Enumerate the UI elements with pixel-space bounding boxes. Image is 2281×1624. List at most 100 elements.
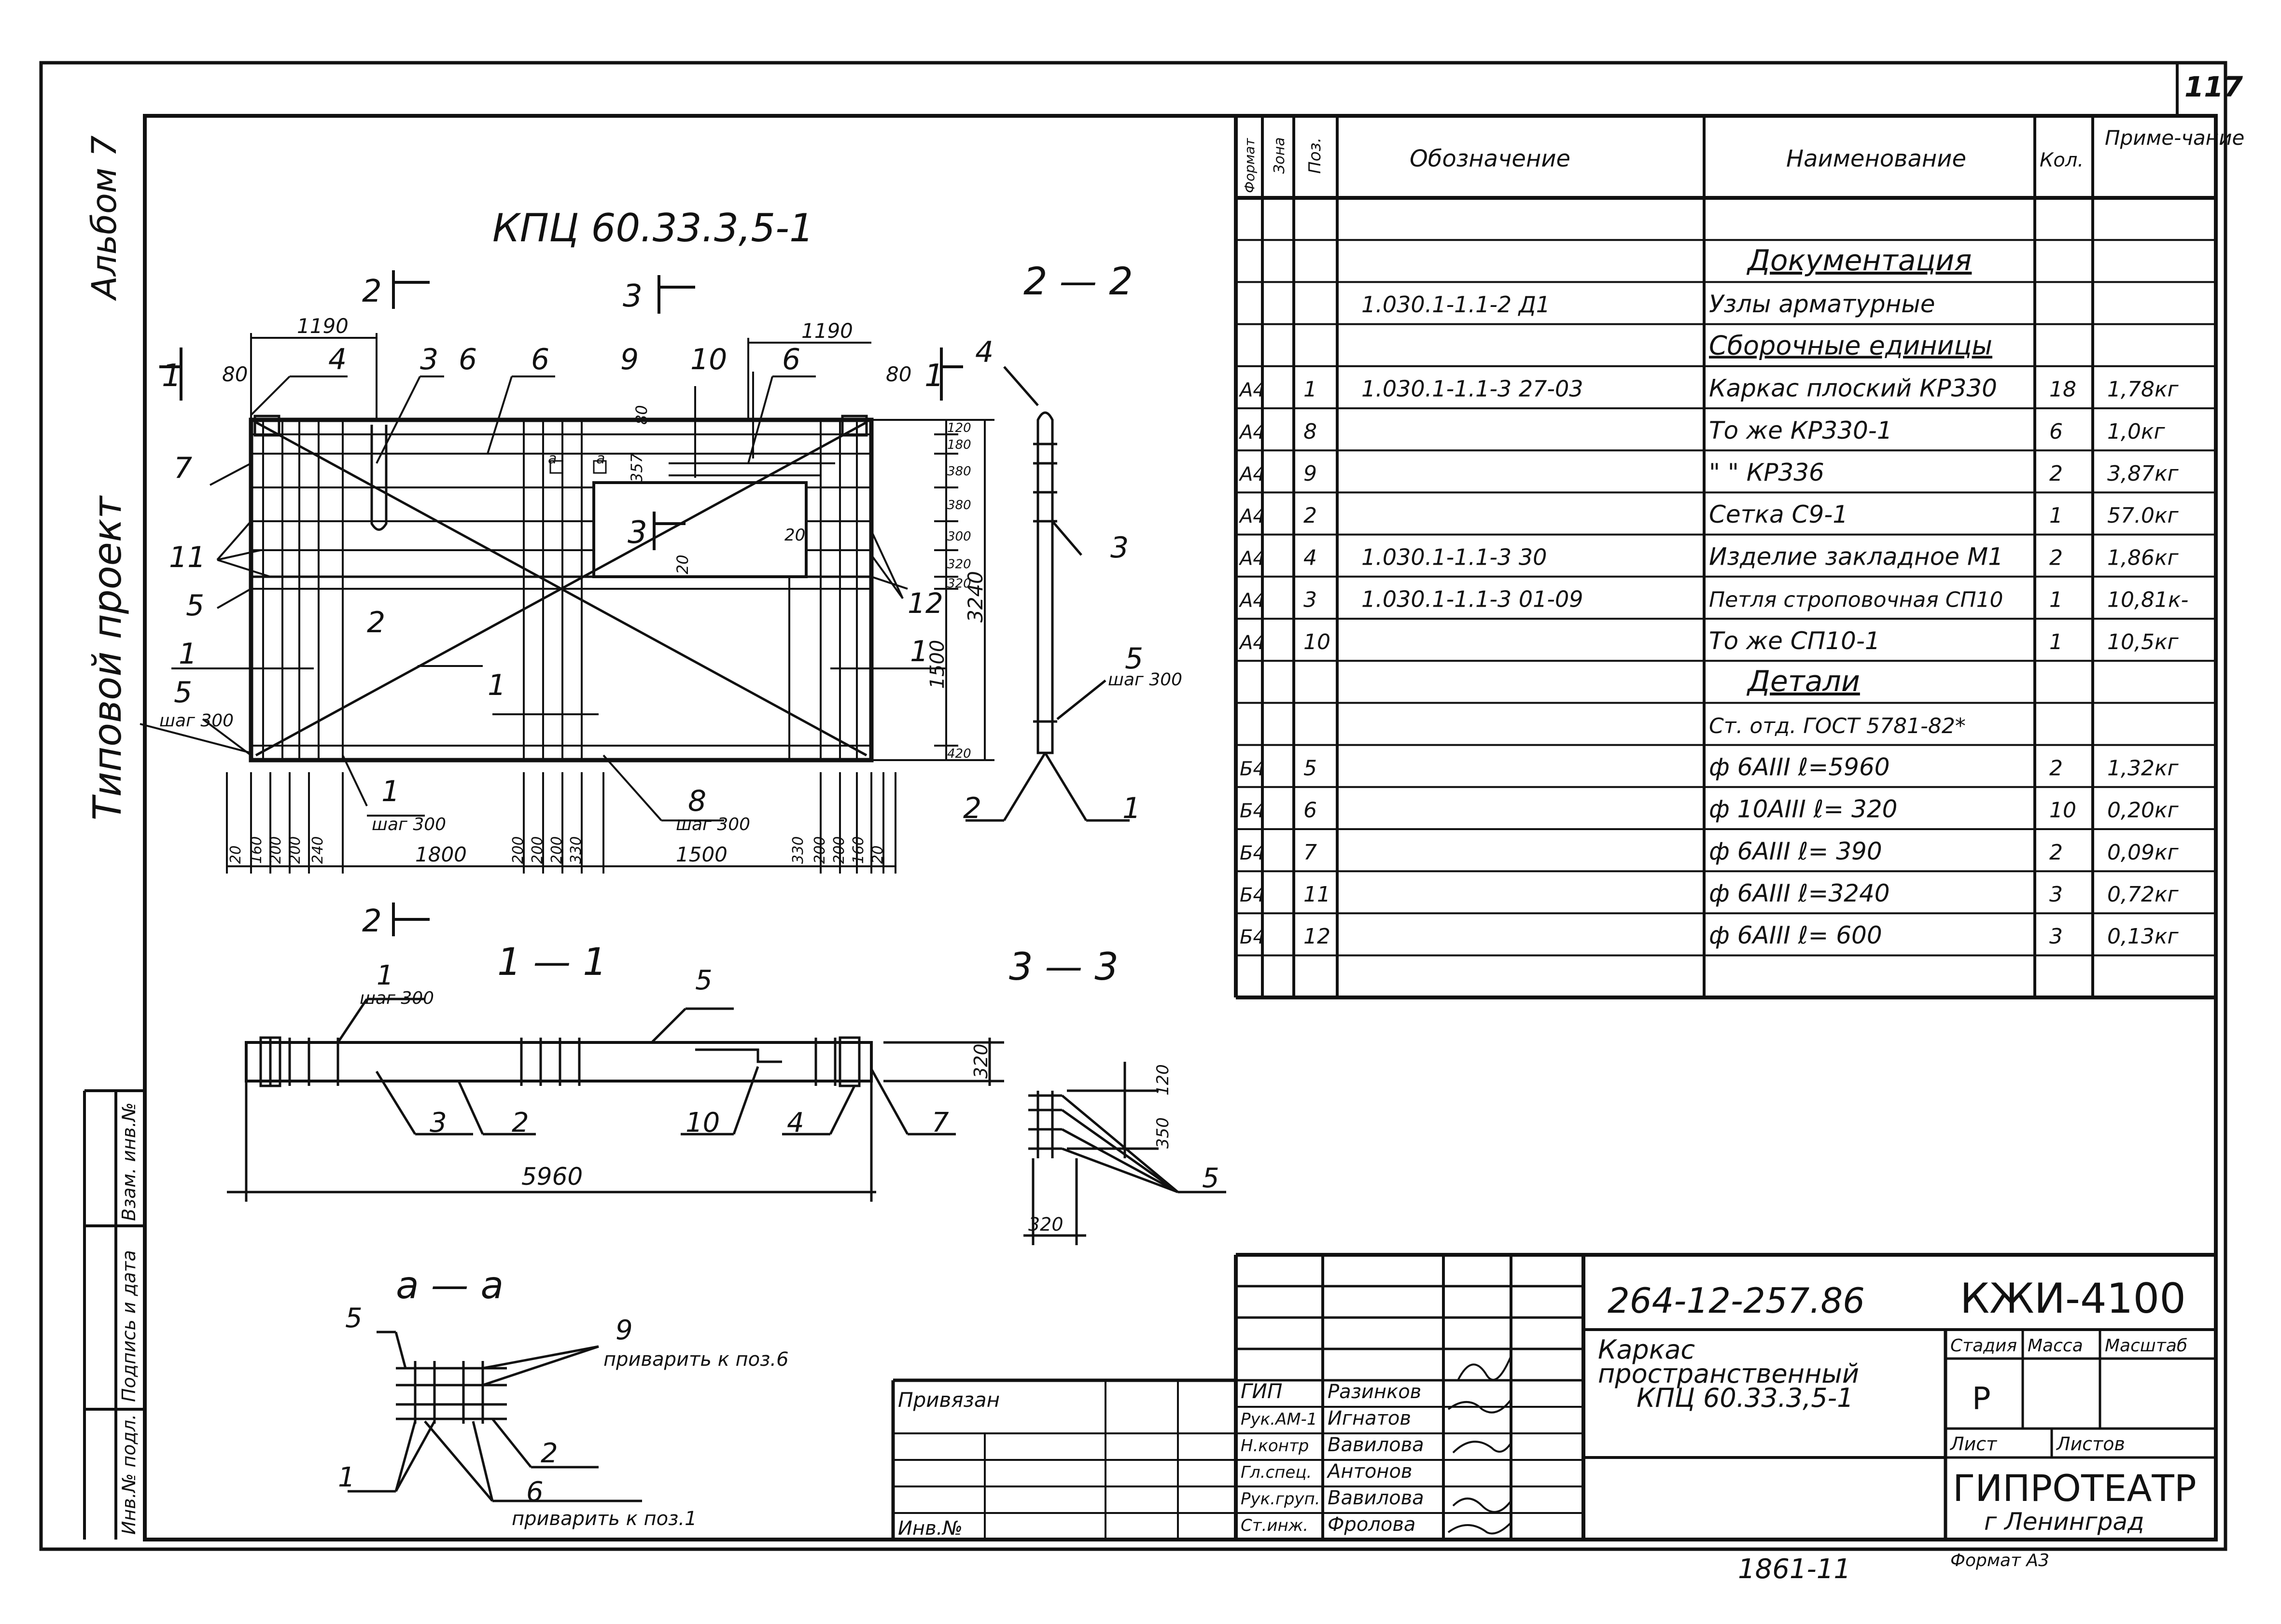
spec-cell-qty: 1 bbox=[2049, 588, 2063, 612]
kzhi-code: КЖИ-4100 bbox=[1960, 1275, 2186, 1323]
org-city: г Ленинград bbox=[1984, 1508, 2144, 1536]
elevation-top-dims bbox=[250, 333, 871, 478]
right-chain-ticks bbox=[934, 419, 958, 761]
bottom-chain-ticks bbox=[226, 772, 896, 874]
step-300-a: шаг 300 bbox=[159, 711, 234, 731]
spec-cell-designation: 1.030.1-1.1-2 Д1 bbox=[1361, 291, 1550, 318]
dim-right-2: 380 bbox=[947, 464, 971, 479]
elevation-leaders bbox=[140, 372, 946, 821]
sheets-label: Листов bbox=[2056, 1433, 2125, 1455]
dim-bottom-3: 200 bbox=[287, 836, 304, 864]
spec-cell-name: ф 10АIII ℓ= 320 bbox=[1709, 795, 1897, 823]
spec-cell-name: Ст. отд. ГОСТ 5781-82* bbox=[1709, 714, 1966, 738]
spec-cell-pos: 3 bbox=[1303, 588, 1317, 612]
spec-cell-qty: 1 bbox=[2049, 630, 2063, 654]
dim-small-a1: а bbox=[548, 450, 557, 467]
pos-6-a: 6 bbox=[459, 343, 477, 376]
side-stamp-vzam: Взам. инв.№ bbox=[118, 1102, 140, 1221]
aa-pos-9: 9 bbox=[616, 1315, 633, 1346]
staff-role: Гл.спец. bbox=[1241, 1463, 1312, 1482]
dim-bottom-12: 200 bbox=[812, 836, 828, 864]
s11-pos-7: 7 bbox=[932, 1107, 949, 1138]
pos-8: 8 bbox=[688, 784, 706, 818]
scale-label: Масштаб bbox=[2105, 1336, 2187, 1356]
spec-cell-format: Б4 bbox=[1240, 758, 1265, 780]
dim-right-8: 420 bbox=[947, 747, 971, 761]
spec-cell-note: 0,20кг bbox=[2107, 798, 2179, 823]
spec-cell-note: 10,5кг bbox=[2107, 630, 2179, 654]
spec-cell-format: А4 bbox=[1238, 505, 1265, 527]
dim-right-5: 320 bbox=[947, 557, 971, 572]
spec-cell-pos: 8 bbox=[1303, 419, 1317, 444]
project-type-label: Типовой проект bbox=[85, 495, 130, 820]
s22-step: шаг 300 bbox=[1108, 670, 1182, 690]
s11-pos-4: 4 bbox=[787, 1107, 804, 1138]
spec-cell-qty: 3 bbox=[2049, 924, 2063, 949]
spec-cell-pos: 4 bbox=[1303, 545, 1317, 570]
spec-cell-qty: 2 bbox=[2049, 545, 2063, 570]
spec-cell-format: А4 bbox=[1238, 632, 1265, 654]
section-3-3 bbox=[1023, 1062, 1226, 1245]
staff-name: Игнатов bbox=[1328, 1407, 1411, 1430]
dim-edge-80-left: 80 bbox=[222, 362, 248, 386]
spec-cell-pos: 10 bbox=[1303, 630, 1330, 654]
spec-head-note: Приме-чание bbox=[2105, 126, 2244, 150]
pos-5-a: 5 bbox=[186, 589, 204, 623]
spec-cell-designation: 1.030.1-1.1-3 27-03 bbox=[1361, 376, 1583, 402]
pos-2: 2 bbox=[367, 606, 385, 639]
cut-label-2-top: 2 bbox=[362, 274, 382, 309]
s22-pos-2: 2 bbox=[963, 791, 981, 825]
object-name-3: КПЦ 60.33.3,5-1 bbox=[1637, 1383, 1854, 1413]
dim-right-0: 120 bbox=[947, 421, 971, 435]
spec-cell-note: 3,87кг bbox=[2107, 461, 2179, 486]
spec-head-name: Наименование bbox=[1786, 145, 1966, 172]
section-3-3-title: 3 — 3 bbox=[1009, 945, 1119, 989]
spec-cell-pos: 2 bbox=[1303, 503, 1317, 528]
pos-4: 4 bbox=[328, 343, 347, 376]
spec-cell-note: 0,72кг bbox=[2107, 882, 2179, 907]
s11-pos-1: 1 bbox=[377, 960, 394, 991]
pos-1-c: 1 bbox=[910, 635, 928, 668]
side-stamp bbox=[83, 1089, 145, 1540]
s11-pos-5: 5 bbox=[695, 965, 713, 996]
dim-bottom-10: 1500 bbox=[676, 843, 728, 866]
spec-cell-qty: 1 bbox=[2049, 503, 2063, 528]
object-name-2: пространственный bbox=[1598, 1359, 1859, 1389]
stage-label: Стадия bbox=[1950, 1336, 2017, 1356]
s11-height: 320 bbox=[970, 1043, 992, 1079]
side-stamp-inv: Инв.№ подл. bbox=[118, 1414, 140, 1535]
cut-label-3-top: 3 bbox=[623, 278, 643, 314]
s11-length: 5960 bbox=[521, 1163, 583, 1191]
spec-table-grid bbox=[1234, 116, 2218, 999]
dim-small-357: 357 bbox=[628, 453, 646, 483]
spec-cell-format: Б4 bbox=[1240, 884, 1265, 906]
dim-bottom-9: 330 bbox=[568, 836, 585, 864]
dim-bottom-14: 160 bbox=[850, 836, 867, 864]
dim-bottom-4: 240 bbox=[309, 836, 326, 864]
step-300-c: шаг 300 bbox=[676, 815, 750, 834]
spec-cell-note: 1,32кг bbox=[2107, 756, 2179, 780]
mass-label: Масса bbox=[2028, 1336, 2083, 1356]
spec-cell-designation: 1.030.1-1.1-3 30 bbox=[1361, 544, 1547, 570]
spec-cell-format: Б4 bbox=[1240, 926, 1265, 948]
dim-small-80: 80 bbox=[632, 405, 651, 425]
spec-cell-name: Сетка С9-1 bbox=[1709, 500, 1848, 528]
dim-edge-80-right: 80 bbox=[886, 362, 911, 386]
s11-step: шаг 300 bbox=[360, 988, 434, 1008]
tied-label: Привязан bbox=[898, 1388, 1000, 1412]
spec-cell-qty: 2 bbox=[2049, 756, 2063, 780]
elevation-right-dims bbox=[871, 419, 994, 761]
spec-cell-name: Каркас плоский КР330 bbox=[1709, 375, 1997, 403]
spec-head-zone: Зона bbox=[1271, 137, 1288, 174]
dim-bottom-11: 330 bbox=[790, 836, 807, 864]
s33-320: 320 bbox=[1028, 1214, 1064, 1235]
stage-value: Р bbox=[1972, 1381, 1991, 1417]
staff-name: Разинков bbox=[1328, 1381, 1421, 1403]
bottom-number: 1861-11 bbox=[1738, 1554, 1851, 1585]
album-label: Альбом 7 bbox=[84, 136, 124, 301]
section-1-1-title: 1 — 1 bbox=[497, 941, 607, 984]
cut-label-2-bottom: 2 bbox=[362, 903, 382, 939]
s22-pos-5: 5 bbox=[1125, 642, 1143, 676]
staff-role: Ст.инж. bbox=[1241, 1516, 1308, 1535]
